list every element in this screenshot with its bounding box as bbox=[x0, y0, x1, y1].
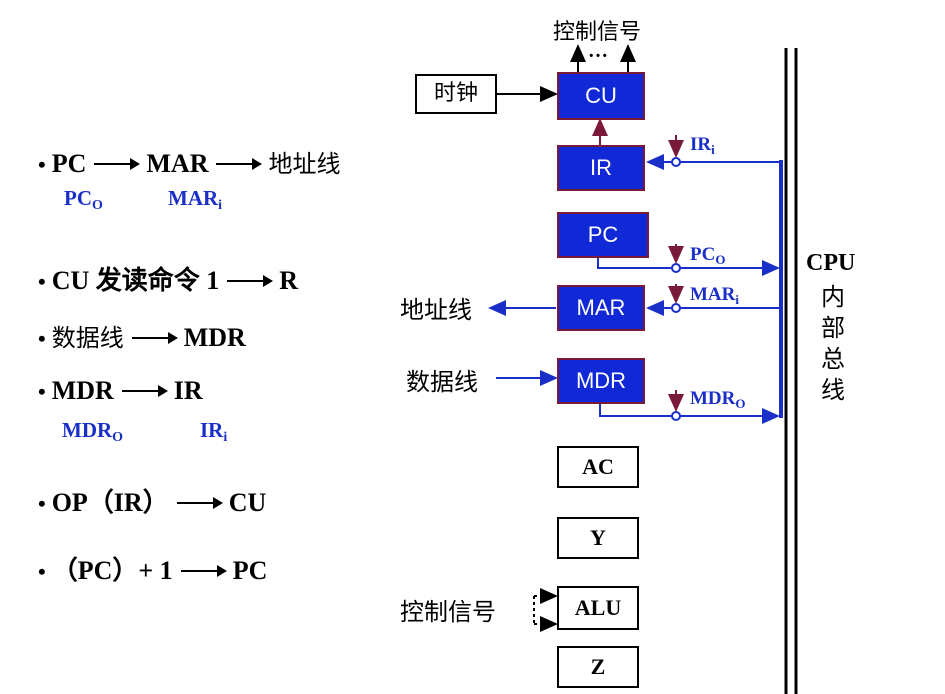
signal-pc-out-label: PCO bbox=[690, 244, 726, 267]
data-line-label: 数据线 bbox=[406, 368, 478, 396]
z-register: Z bbox=[557, 646, 639, 688]
control-signal-bottom-label: 控制信号 bbox=[400, 598, 496, 626]
step-op-to-cu: •OP（IR）CU bbox=[38, 488, 267, 517]
signal-mdr-out-label: MDRO bbox=[690, 388, 746, 411]
arrow-icon bbox=[94, 158, 141, 171]
signal-mar-in: MARi bbox=[168, 186, 223, 213]
signal-mdr-out: MDRO bbox=[62, 418, 124, 445]
signal-mar-in-label: MARi bbox=[690, 284, 740, 307]
arrow-icon bbox=[121, 385, 168, 398]
signal-ir-in-label: IRi bbox=[690, 134, 715, 157]
ac-register: AC bbox=[557, 446, 639, 488]
clock-box: 时钟 bbox=[415, 74, 497, 114]
alu-unit: ALU bbox=[557, 586, 639, 630]
arrow-icon bbox=[131, 332, 178, 345]
mar-register: MAR bbox=[557, 285, 645, 331]
arrow-icon bbox=[180, 565, 227, 578]
bus-label: 内 部 总 线 bbox=[821, 283, 845, 404]
signal-pc-out: PCO bbox=[64, 186, 103, 213]
pc-register: PC bbox=[557, 212, 649, 258]
bus-title: CPU bbox=[806, 250, 856, 276]
arrow-icon bbox=[216, 158, 263, 171]
y-register: Y bbox=[557, 517, 639, 559]
ellipsis-icon: … bbox=[588, 40, 608, 62]
ir-register: IR bbox=[557, 145, 645, 191]
address-line-label: 地址线 bbox=[400, 296, 472, 324]
arrow-icon bbox=[227, 275, 274, 288]
mdr-register: MDR bbox=[557, 358, 645, 404]
cu-register: CU bbox=[557, 72, 645, 120]
control-signal-top-label: 控制信号 bbox=[553, 20, 642, 45]
signal-ir-in: IRi bbox=[200, 418, 228, 445]
arrow-icon bbox=[176, 497, 223, 510]
